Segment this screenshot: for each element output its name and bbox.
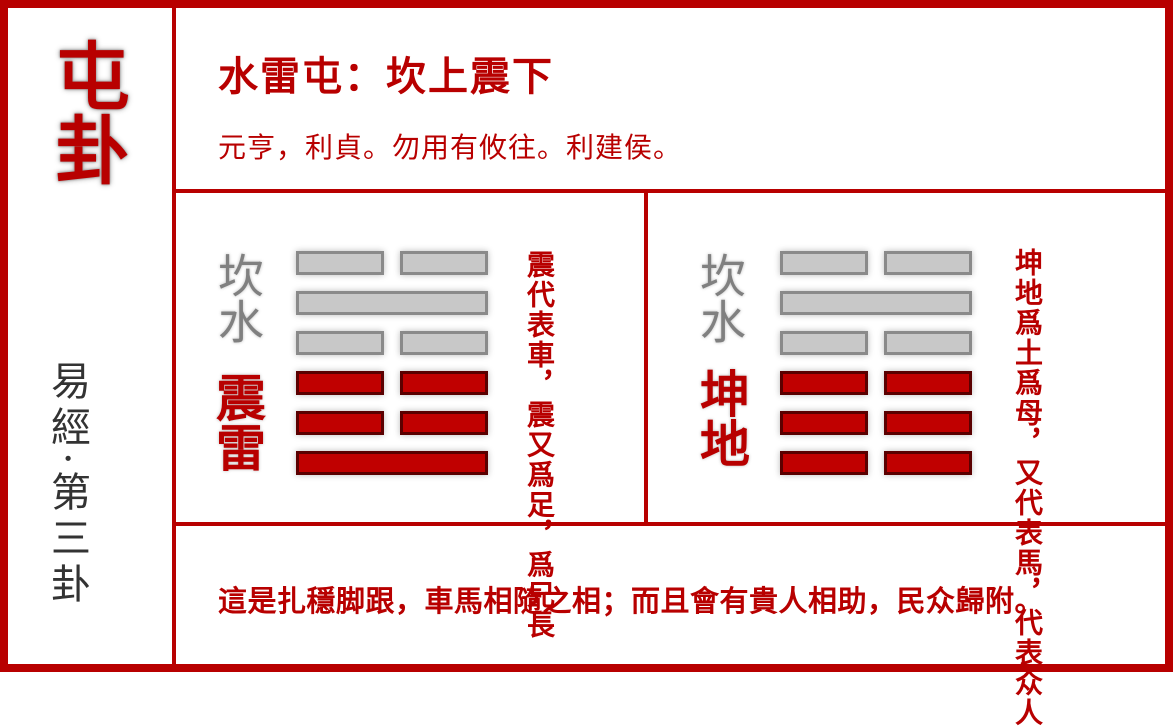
hexagram-line-6 <box>780 251 868 275</box>
left-upper-trigram: 坎水 <box>211 252 265 344</box>
judgement-text: 元亨，利貞。勿用有攸往。利建侯。 <box>218 131 683 164</box>
hexagram-line-2 <box>780 411 868 435</box>
hexagram-line-2b <box>400 411 488 435</box>
hexagram-line-2b <box>884 411 972 435</box>
hexagram-line-4b <box>884 331 972 355</box>
hexagram-line-6b <box>400 251 488 275</box>
right-trigram-note: 坤地爲土爲母，又代表馬，代表众人 <box>1010 248 1044 728</box>
divider-panels <box>644 189 648 526</box>
left-lower-trigram: 震雷 <box>208 372 267 472</box>
hexagram-line-6b <box>884 251 972 275</box>
hexagram-line-1b <box>884 451 972 475</box>
hexagram-line-5 <box>780 291 972 315</box>
hexagram-line-3b <box>400 371 488 395</box>
card-frame <box>0 0 1173 672</box>
hexagram-line-1 <box>780 451 868 475</box>
hexagram-line-2 <box>296 411 384 435</box>
hexagram-line-5 <box>296 291 488 315</box>
hexagram-line-1 <box>296 451 488 475</box>
footer-interpretation: 這是扎穩脚跟，車馬相隨之相；而且會有貴人相助，民众歸附。 <box>218 584 1045 618</box>
divider-sidebar <box>172 0 176 672</box>
right-lower-trigram: 坤地 <box>692 368 751 468</box>
hexagram-line-3 <box>780 371 868 395</box>
hexagram-line-4 <box>780 331 868 355</box>
right-upper-trigram: 坎水 <box>693 252 747 344</box>
hexagram-title: 屯卦 <box>43 38 129 186</box>
hexagram-heading: 水雷屯：坎上震下 <box>218 53 554 100</box>
left-trigram-note: 震代表車，震又爲足，爲兄長 <box>523 250 556 640</box>
book-subtitle: 易經·第三卦 <box>44 360 90 609</box>
hexagram-line-3 <box>296 371 384 395</box>
divider-header <box>172 189 1173 193</box>
hexagram-line-3b <box>884 371 972 395</box>
hexagram-line-4b <box>400 331 488 355</box>
hexagram-line-4 <box>296 331 384 355</box>
hexagram-line-6 <box>296 251 384 275</box>
divider-footer <box>172 522 1173 526</box>
